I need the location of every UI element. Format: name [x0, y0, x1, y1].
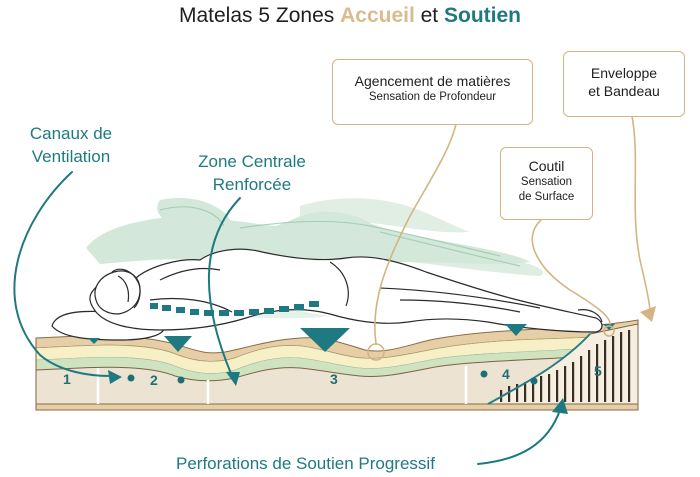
title-middle: et [414, 4, 444, 27]
mattress-core [35, 320, 639, 411]
title-prefix: Matelas 5 Zones [179, 4, 341, 27]
callout-enveloppe-line2: et Bandeau [588, 83, 660, 99]
teal-arrowheads [108, 370, 568, 414]
callout-connectors [374, 115, 651, 345]
zone-number-5: 5 [594, 363, 602, 379]
enveloppe-arrowhead [640, 306, 656, 322]
title-accent-soutien: Soutien [443, 4, 521, 27]
callout-coutil-title: Coutil [528, 158, 565, 174]
callout-agencement-subtitle: Sensation de Profondeur [368, 91, 497, 103]
callout-coutil-sub2: de Surface [518, 191, 575, 203]
central-zone-label-line2: Renforcée [212, 175, 292, 194]
pressure-triangles [88, 324, 615, 352]
ventilation-label-line1: Canaux de [29, 124, 113, 143]
central-zone-label-line1: Zone Centrale [198, 152, 306, 171]
callout-coutil-sub1: Sensation [520, 176, 573, 188]
ventilation-dots [127, 370, 538, 385]
zone-number-2: 2 [150, 372, 158, 388]
zone-number-1: 1 [63, 371, 71, 387]
teal-arrows [13, 171, 561, 465]
callout-enveloppe-line1: Enveloppe [590, 65, 658, 81]
sleeper-figure [51, 248, 603, 341]
title-accent-accueil: Accueil [340, 4, 415, 27]
spine-dashes [150, 301, 319, 316]
perforation-cutaway [486, 323, 639, 405]
page-title: Matelas 5 Zones Accueil et Soutien [0, 4, 700, 28]
callout-enveloppe: Enveloppe et Bandeau [563, 51, 685, 117]
perforations-label: Perforations de Soutien Progressif [176, 454, 435, 473]
zone-number-4: 4 [502, 366, 510, 382]
ventilation-label-line2: Ventilation [31, 147, 111, 166]
callout-coutil: Coutil Sensation de Surface [500, 147, 593, 220]
ventilation-label: Canaux de Ventilation [8, 122, 134, 168]
zone-number-3: 3 [330, 371, 338, 387]
central-zone-label: Zone Centrale Renforcée [180, 150, 324, 196]
callout-agencement-title: Agencement de matières [354, 73, 511, 89]
callout-agencement: Agencement de matières Sensation de Prof… [332, 59, 533, 125]
